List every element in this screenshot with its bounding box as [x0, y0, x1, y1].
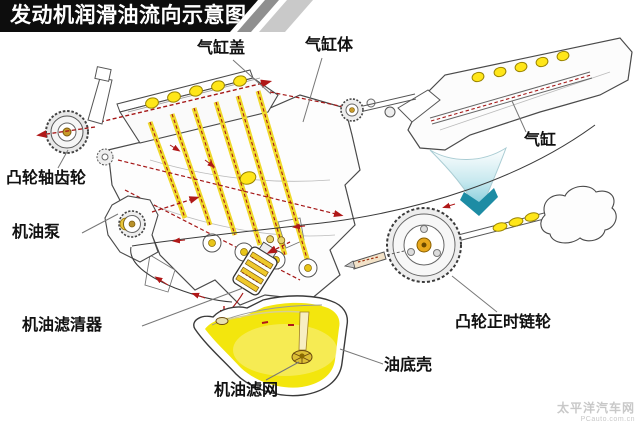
label-cylinder-block: 气缸体 — [305, 37, 354, 54]
cam-timing-sprocket — [343, 185, 617, 283]
cylinder-bank — [384, 37, 633, 151]
label-camshaft-gear: 凸轮轴齿轮 — [6, 170, 87, 187]
sprocket-bolt — [343, 250, 405, 270]
camshaft-gear — [36, 66, 114, 166]
label-cam-timing-sprocket: 凸轮正时链轮 — [455, 314, 552, 331]
leader-cylinder — [511, 100, 527, 133]
idler-gear — [340, 93, 417, 122]
leader-cylinder-block — [302, 57, 323, 123]
flow-direction-arrow — [429, 146, 507, 216]
leader-camshaft-gear — [57, 149, 69, 169]
pan-inlet — [215, 317, 229, 325]
watermark: 太平洋汽车网 PCauto.com.cn — [557, 399, 635, 423]
leader-oil-pan — [339, 348, 384, 365]
leader-lines — [57, 57, 527, 381]
leader-cam-timing-sprocket — [451, 275, 498, 313]
leader-oil-filter — [141, 287, 244, 327]
watermark-site-url: PCauto.com.cn — [580, 416, 635, 423]
page-title: 发动机润滑油流向示意图 — [10, 4, 247, 27]
oil-pan — [193, 295, 349, 397]
label-cylinder-head-cover: 气缸盖 — [197, 40, 246, 57]
leader-cylinder-head-cover — [232, 59, 272, 95]
label-oil-pump: 机油泵 — [12, 224, 61, 241]
valve-caps — [145, 75, 247, 109]
leader-oil-strainer — [265, 361, 300, 381]
leader-oil-pump — [81, 213, 119, 234]
title-banner: 发动机润滑油流向示意图 — [0, 0, 258, 32]
label-oil-strainer: 机油滤网 — [214, 382, 279, 399]
label-oil-pan: 油底壳 — [384, 357, 433, 374]
label-oil-filter: 机油滤清器 — [22, 317, 103, 334]
flow-lines — [130, 124, 596, 303]
engine-block — [107, 94, 361, 306]
oil-strainer — [291, 311, 313, 364]
oil-pump — [104, 195, 200, 263]
watermark-site-name: 太平洋汽车网 — [556, 401, 635, 415]
label-cylinder: 气缸 — [524, 132, 557, 149]
